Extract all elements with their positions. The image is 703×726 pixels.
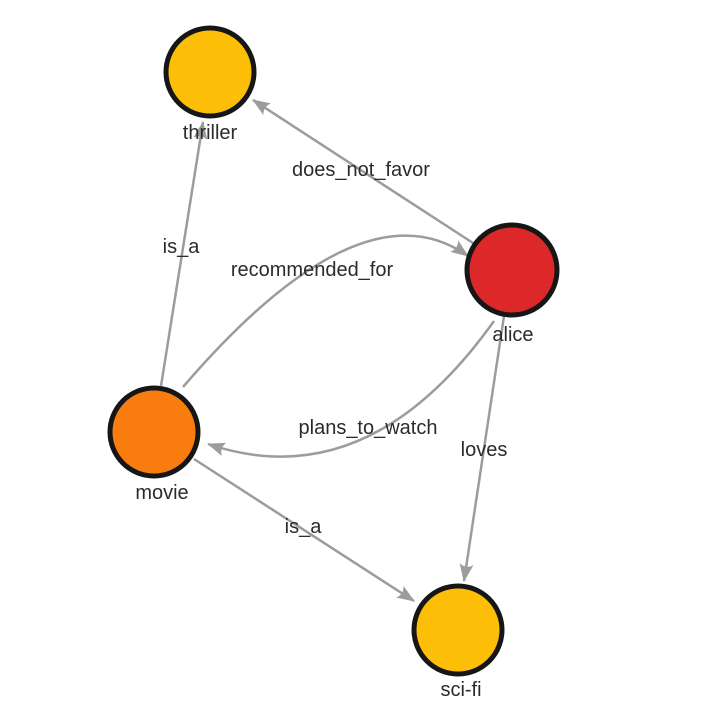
edge-label-alice-sci-fi: loves <box>461 439 508 461</box>
edge-label-movie-thriller: is_a <box>163 236 201 258</box>
edge-movie-thriller <box>159 121 208 387</box>
node-alice[interactable] <box>464 222 560 318</box>
edge-movie-sci-fi <box>193 457 415 603</box>
edge-label-movie-alice: recommended_for <box>231 259 394 281</box>
node-label-movie: movie <box>135 482 188 504</box>
node-thriller[interactable] <box>163 25 257 119</box>
edge-movie-alice <box>182 234 469 388</box>
edge-alice-thriller <box>252 98 474 245</box>
node-label-alice: alice <box>492 324 533 346</box>
edge-label-alice-movie: plans_to_watch <box>299 417 438 439</box>
node-sci-fi[interactable] <box>411 583 505 677</box>
edge-alice-movie <box>207 320 496 458</box>
edge-alice-sci-fi <box>459 315 506 582</box>
edge-label-alice-thriller: does_not_favor <box>292 159 430 181</box>
edge-label-movie-sci-fi: is_a <box>285 516 323 538</box>
node-label-thriller: thriller <box>183 122 238 144</box>
node-movie[interactable] <box>107 385 201 479</box>
node-label-sci-fi: sci-fi <box>440 679 481 701</box>
